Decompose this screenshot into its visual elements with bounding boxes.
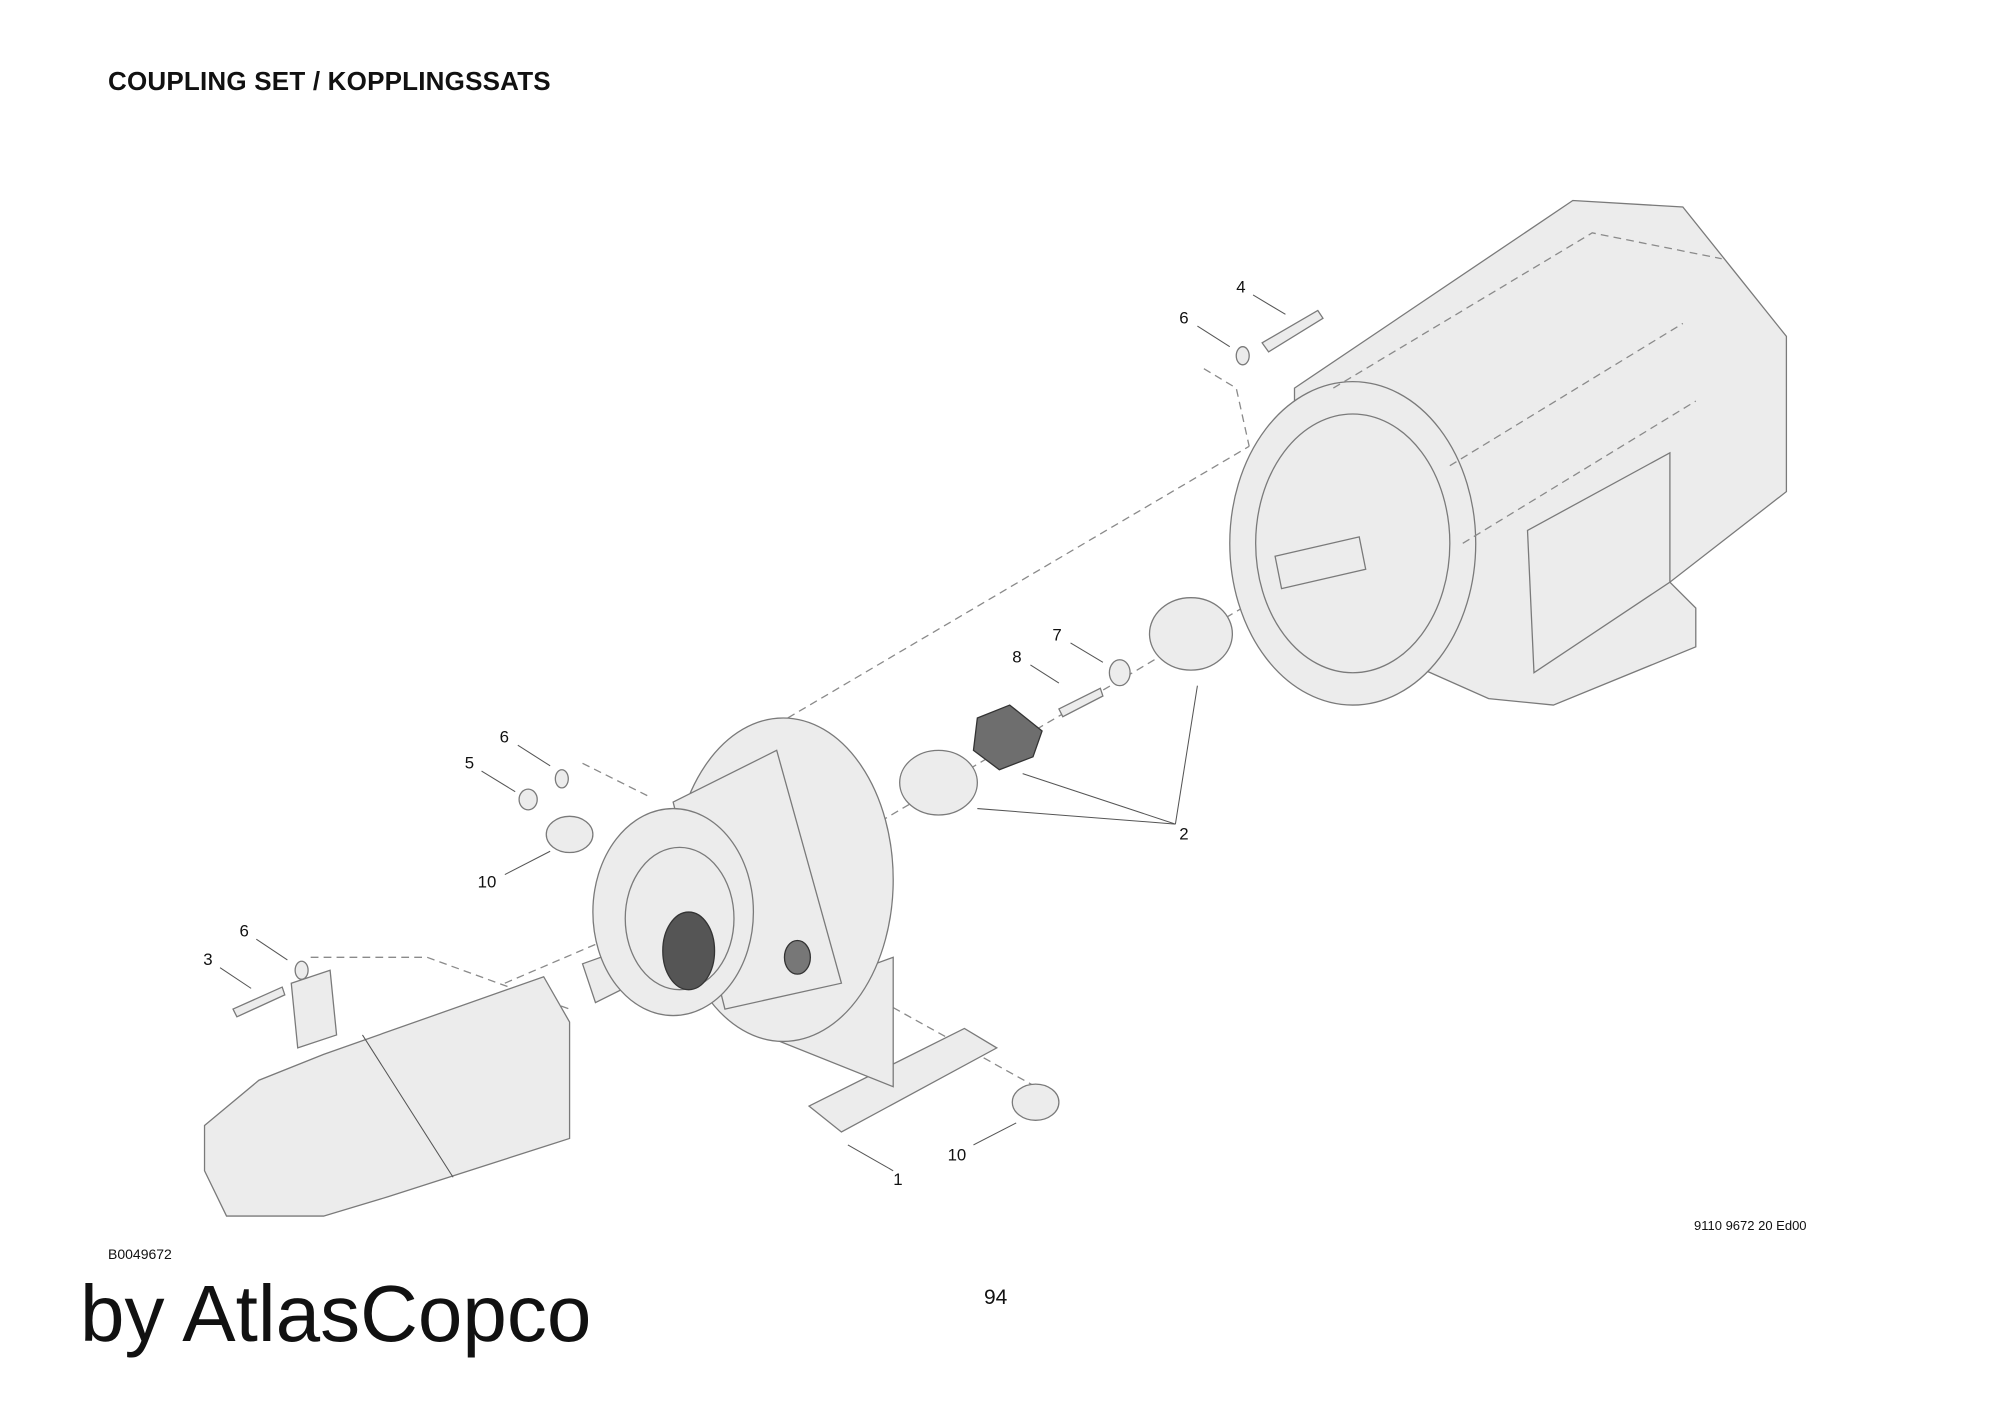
document-number: 9110 9672 20 Ed00 [1694,1218,1807,1233]
cover-10-bottom [1011,1083,1060,1121]
callout-6: 6 [1179,308,1188,327]
page-title: COUPLING SET / KOPPLINGSSATS [108,66,551,96]
callout-4: 4 [1236,277,1245,296]
callout-labels: 4 6 7 8 6 5 2 10 6 3 1 10 [203,277,1245,1189]
callout-2: 2 [1179,825,1188,844]
callout-10: 10 [948,1145,967,1164]
washer-6-bottom [294,960,309,980]
cover-10-top [545,815,594,854]
coupling-parts [232,309,1324,1121]
callout-1: 1 [893,1170,902,1189]
callout-5: 5 [465,753,474,772]
callout-6: 6 [500,728,509,747]
coupling-hub-left [899,749,978,816]
washer-6-top [1235,346,1250,366]
electric-motor [1229,199,1788,706]
callout-6: 6 [239,922,248,941]
coupling-housing [581,717,999,1133]
bolt-3 [232,986,286,1018]
washer-6-mid [554,769,569,789]
nut-5 [518,788,538,811]
washer-7 [1108,659,1131,687]
hydraulic-pump [203,969,571,1217]
callout-10: 10 [478,872,497,891]
brand-watermark: by AtlasCopco [80,1269,592,1358]
bolt-4 [1261,309,1324,353]
figure-id: B0049672 [108,1246,172,1262]
coupling-hub-right [1148,597,1234,671]
callout-3: 3 [203,950,212,969]
leader-lines [219,294,1286,1172]
callout-8: 8 [1012,647,1021,666]
page-number: 94 [984,1286,1008,1309]
callout-7: 7 [1052,625,1061,644]
spider-element [972,704,1043,771]
bolt-8 [1058,687,1104,718]
